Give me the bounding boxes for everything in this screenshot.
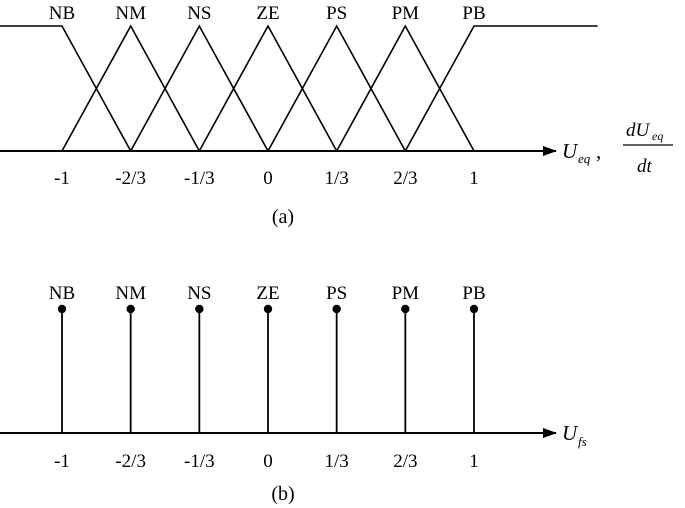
panel-b-tick-labels: -1 -2/3 -1/3 0 1/3 2/3 1 <box>54 451 479 472</box>
tick-label: 2/3 <box>393 168 417 189</box>
set-label-nm: NM <box>115 3 146 24</box>
set-label-nm: NM <box>115 283 146 304</box>
panel-b-set-labels: NB NM NS ZE PS PM PB <box>49 283 486 304</box>
set-label-ze: ZE <box>256 3 279 24</box>
membership-line-pb <box>404 25 598 152</box>
singleton-dot-nm <box>126 304 135 314</box>
singleton-dot-ns <box>195 304 204 314</box>
set-label-pm: PM <box>392 3 420 24</box>
set-label-pb: PB <box>462 3 485 24</box>
set-label-ns: NS <box>187 283 211 304</box>
set-label-ze: ZE <box>256 283 279 304</box>
set-label-ps: PS <box>326 283 347 304</box>
set-label-nb: NB <box>49 3 75 24</box>
axis-b-variable-subscript: fs <box>578 434 587 449</box>
tick-label: -1 <box>54 168 70 189</box>
singleton-dot-pb <box>469 304 479 314</box>
panel-a-tick-labels: -1 -2/3 -1/3 0 1/3 2/3 1 <box>54 168 479 189</box>
axis-a-variable: U <box>562 139 579 163</box>
axis-a-variable-subscript: eq <box>578 151 591 166</box>
panel-a-axis-label: U eq , dU eq dt <box>562 120 673 177</box>
membership-line-ns <box>129 24 269 152</box>
singleton-dot-ze <box>263 304 273 314</box>
tick-label: -1/3 <box>184 168 215 189</box>
tick-label: 1/3 <box>325 451 349 472</box>
tick-label: -1/3 <box>184 451 215 472</box>
axis-a-fraction-numerator: dU <box>626 120 651 141</box>
tick-label: 0 <box>263 451 273 472</box>
membership-line-ps <box>267 24 407 152</box>
tick-label: -2/3 <box>115 451 146 472</box>
tick-label: -1 <box>54 451 70 472</box>
tick-label: 0 <box>263 168 273 189</box>
tick-label: 1 <box>469 168 479 189</box>
singleton-dot-ps <box>332 304 341 314</box>
axis-b-variable: U <box>562 421 579 445</box>
axis-a-separator: , <box>596 139 601 163</box>
tick-label: 1 <box>469 451 479 472</box>
set-label-nb: NB <box>49 283 75 304</box>
set-label-pm: PM <box>392 283 420 304</box>
panel-b-caption: (b) <box>271 483 294 505</box>
membership-line-ze <box>198 24 338 152</box>
membership-triangles <box>0 24 598 152</box>
axis-a-fraction-numerator-subscript: eq <box>652 129 663 143</box>
tick-label: -2/3 <box>115 168 146 189</box>
membership-line-nm <box>61 24 201 152</box>
singleton-dot-pm <box>401 304 410 314</box>
set-label-pb: PB <box>462 283 485 304</box>
membership-line-nb <box>0 25 132 152</box>
axis-a-fraction-denominator: dt <box>637 156 653 177</box>
panel-a-set-labels: NB NM NS ZE PS PM PB <box>49 3 486 24</box>
panel-a-membership-functions: NB NM NS ZE PS PM PB -1 -2/3 -1/3 0 1/3 2/3 1 U eq ,… <box>0 3 673 228</box>
tick-label: 1/3 <box>325 168 349 189</box>
singleton-stems <box>57 304 479 433</box>
panel-a-caption: (a) <box>272 206 294 228</box>
set-label-ps: PS <box>326 3 347 24</box>
singleton-dot-nb <box>57 304 67 314</box>
membership-line-pm <box>335 24 475 152</box>
set-label-ns: NS <box>187 3 211 24</box>
panel-b-axis-label: U fs <box>562 421 587 449</box>
panel-b-singletons: NB NM NS ZE PS PM PB -1 -2/3 -1/3 0 1/3 2/3 1 U fs (… <box>0 283 587 505</box>
tick-label: 2/3 <box>393 451 417 472</box>
